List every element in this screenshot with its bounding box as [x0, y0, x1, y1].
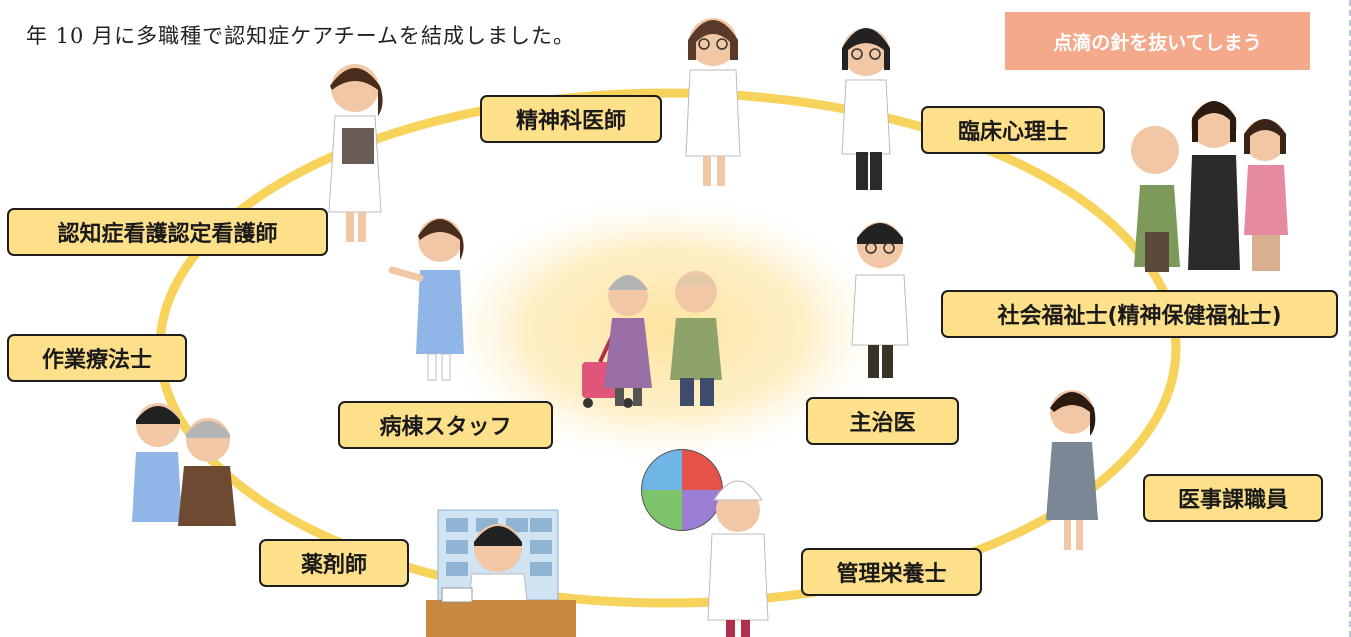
- role-label-occupational-therapist: 作業療法士: [7, 334, 187, 382]
- dementia-nurse-illustration: [328, 64, 383, 242]
- symptom-badge: 点滴の針を抜いてしまう: [1005, 12, 1310, 70]
- dietitian-illustration: [641, 449, 769, 637]
- role-label-ward-staff: 病棟スタッフ: [338, 401, 553, 449]
- medical-affairs-staff-illustration: [1046, 390, 1098, 550]
- role-label-dementia-nurse: 認知症看護認定看護師: [7, 208, 328, 256]
- family-illustration: [1131, 101, 1288, 272]
- pharmacist-illustration: [426, 509, 576, 637]
- occupational-therapist-illustration: [132, 403, 236, 526]
- patient-couple-illustration: [582, 271, 722, 408]
- clinical-psychologist-illustration: [841, 28, 891, 190]
- role-label-dietitian: 管理栄養士: [801, 548, 982, 596]
- role-label-medical-affairs-staff: 医事課職員: [1143, 474, 1323, 522]
- attending-physician-illustration: [851, 222, 909, 378]
- ward-staff-illustration: [388, 218, 464, 381]
- center-glow: [430, 190, 900, 470]
- psychiatrist-illustration: [685, 18, 741, 186]
- role-label-psychiatrist: 精神科医師: [480, 95, 662, 143]
- intro-text: 年 10 月に多職種で認知症ケアチームを結成しました。: [26, 24, 576, 48]
- role-label-attending-physician: 主治医: [806, 397, 959, 445]
- role-label-clinical-psychologist: 臨床心理士: [921, 106, 1105, 154]
- role-label-pharmacist: 薬剤師: [259, 539, 409, 587]
- page-edge-rule: [1349, 0, 1351, 637]
- role-label-social-worker: 社会福祉士(精神保健福祉士): [941, 290, 1338, 338]
